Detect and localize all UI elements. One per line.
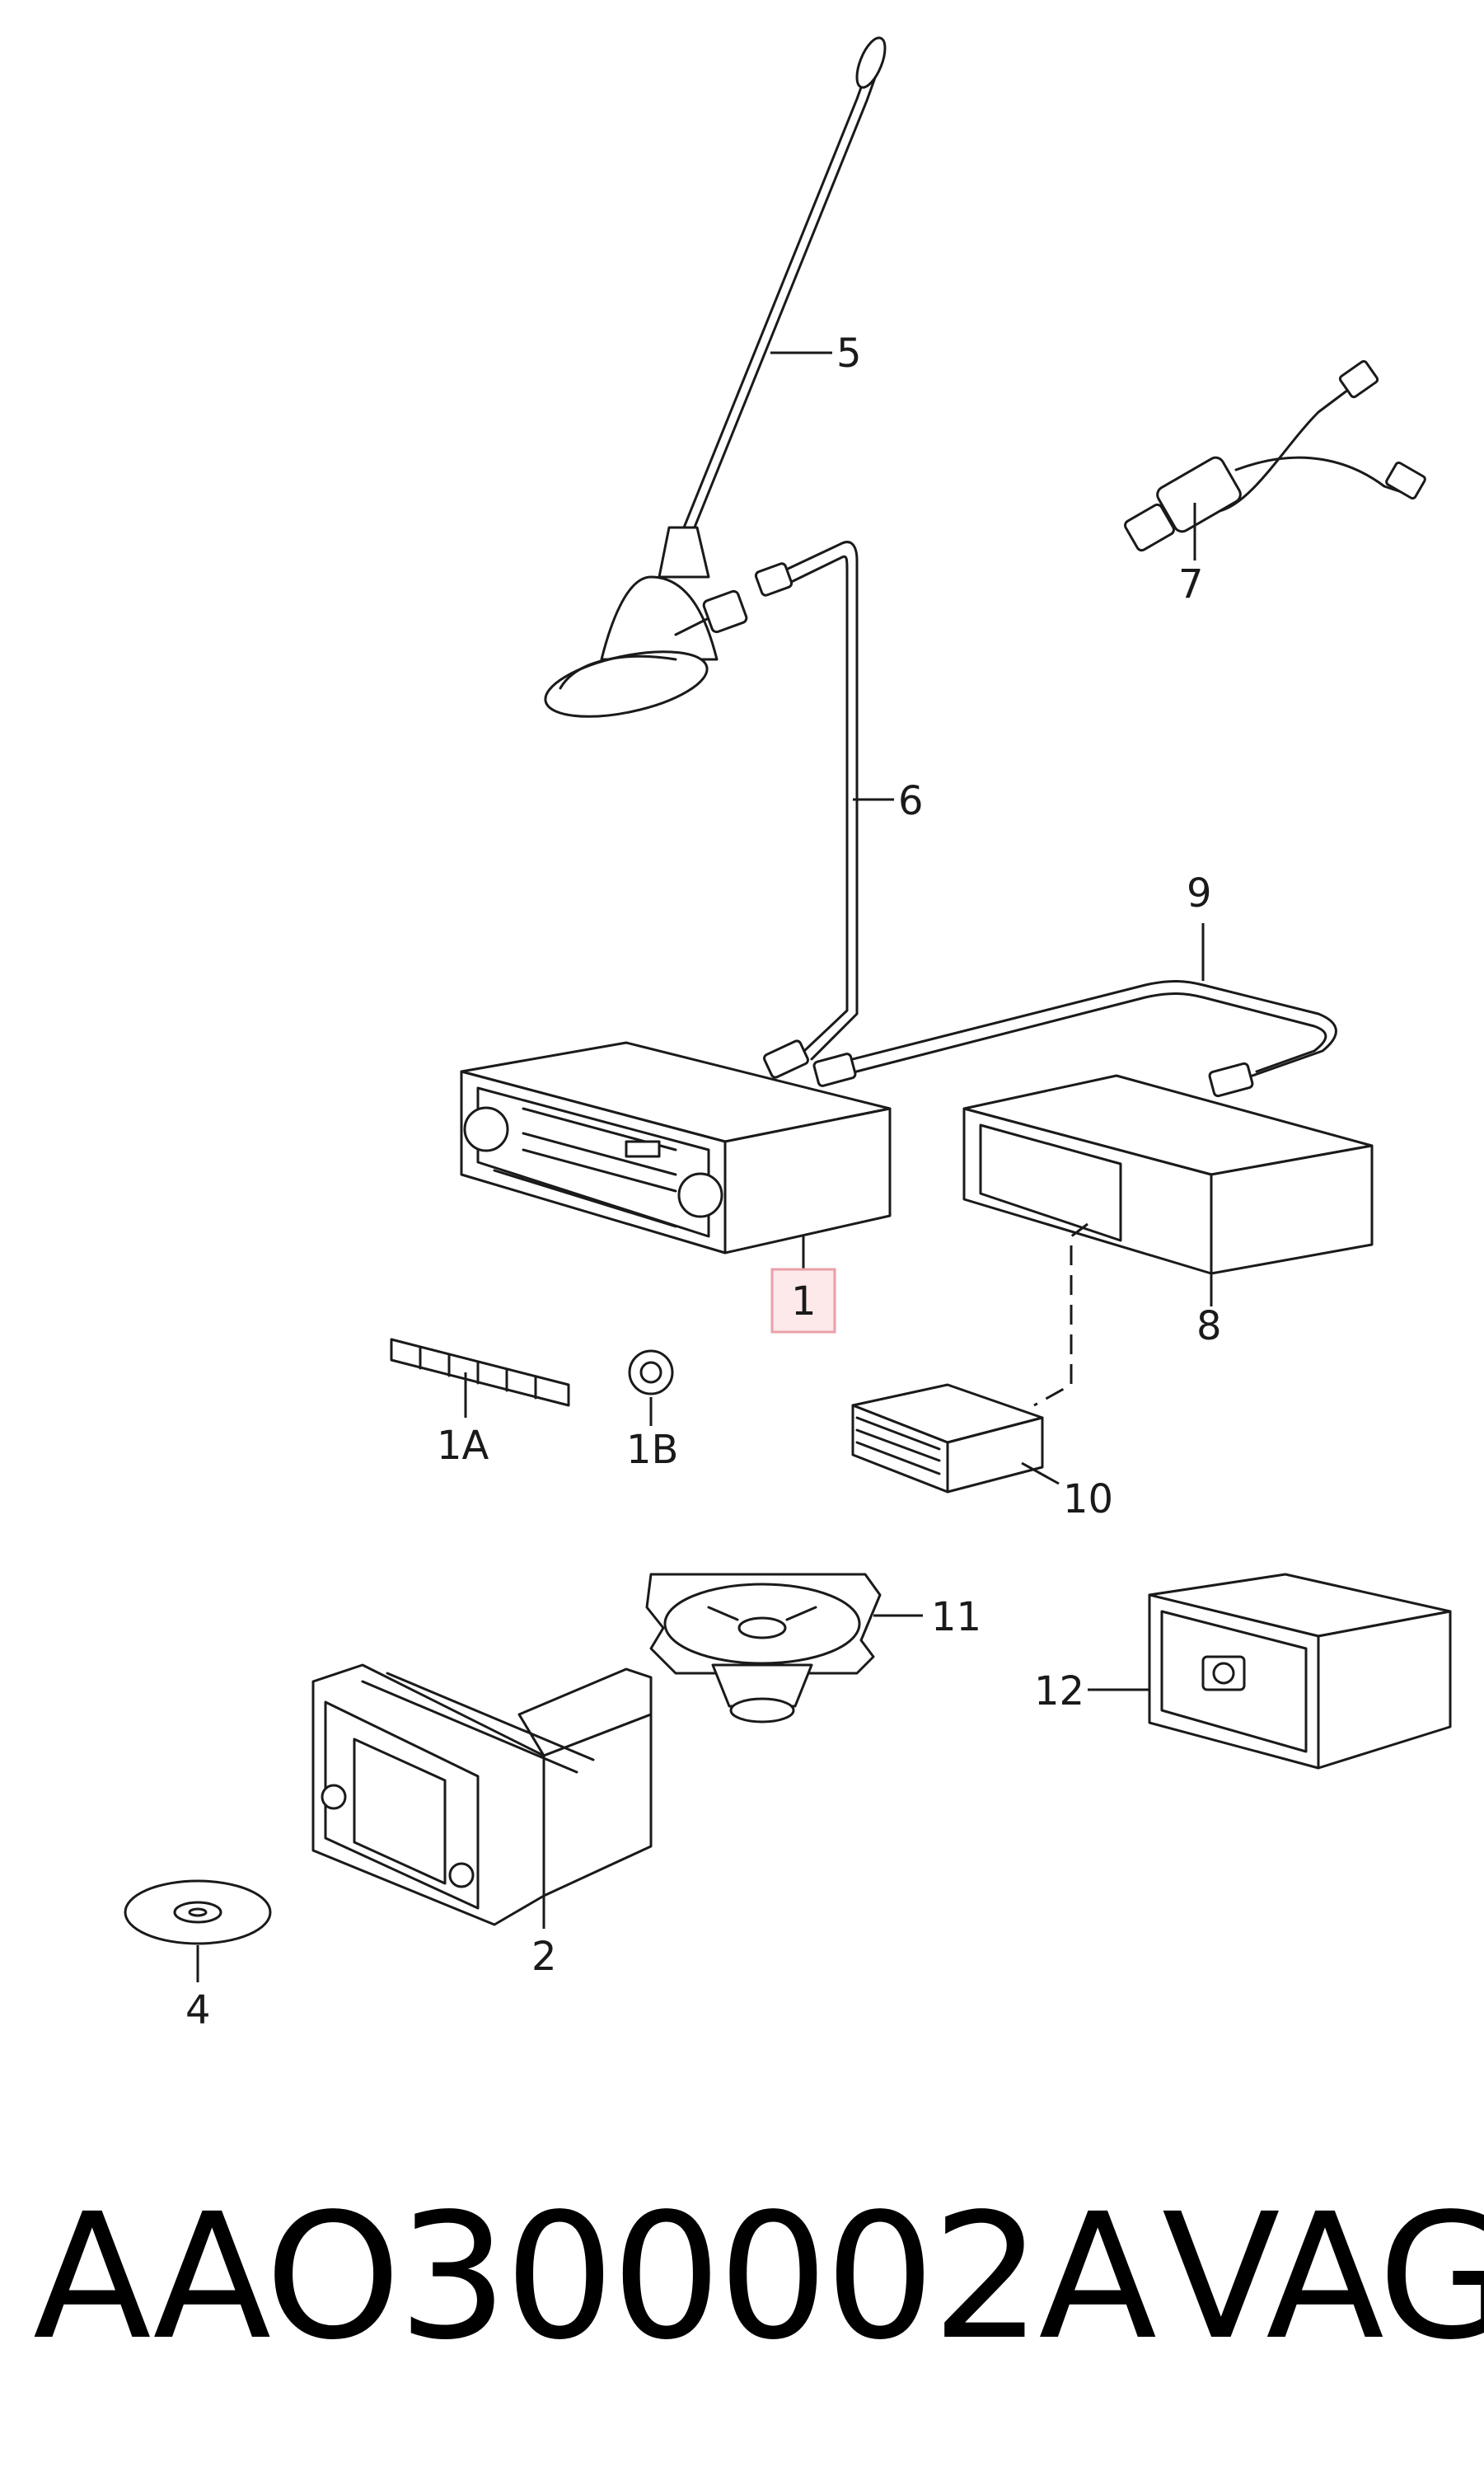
callout-7[interactable]: 7	[1178, 561, 1204, 607]
callout-1-highlight	[770, 1268, 836, 1334]
antenna-cable-part	[674, 541, 859, 1079]
callout-1B[interactable]: 1B	[626, 1427, 678, 1473]
radio-unit-part	[460, 1041, 892, 1255]
amplifier-part	[1148, 1573, 1452, 1770]
brand-label: VAG	[1162, 2176, 1484, 2378]
callout-1[interactable]: 1	[791, 1278, 817, 1325]
dashed-link-line	[1033, 1222, 1088, 1407]
callout-8[interactable]: 8	[1196, 1303, 1222, 1349]
callout-6[interactable]: 6	[898, 778, 924, 824]
part-number-label: AAO300002A	[33, 2176, 1157, 2378]
callout-11[interactable]: 11	[931, 1594, 981, 1640]
adapter-cable-part	[1124, 359, 1426, 552]
callout-12[interactable]: 12	[1034, 1668, 1084, 1714]
cd-disc-part	[124, 1879, 272, 1945]
antenna-part	[544, 36, 887, 718]
callout-5[interactable]: 5	[836, 331, 862, 377]
connection-cable-part	[812, 979, 1337, 1098]
knob-part	[628, 1349, 674, 1395]
callout-10[interactable]: 10	[1063, 1476, 1113, 1522]
footer-caption: AAO300002A VAG	[33, 2176, 1484, 2390]
leader-10	[1021, 1461, 1060, 1485]
cd-magazine-part	[851, 1383, 1044, 1494]
callout-2[interactable]: 2	[531, 1934, 557, 1980]
callout-1A[interactable]: 1A	[437, 1423, 489, 1469]
callout-4[interactable]: 4	[185, 1987, 211, 2033]
speaker-part	[645, 1573, 882, 1724]
button-strip-part	[390, 1338, 570, 1407]
callout-9[interactable]: 9	[1187, 870, 1212, 917]
navigation-unit-part	[311, 1663, 653, 1926]
cd-changer-part	[962, 1074, 1374, 1275]
